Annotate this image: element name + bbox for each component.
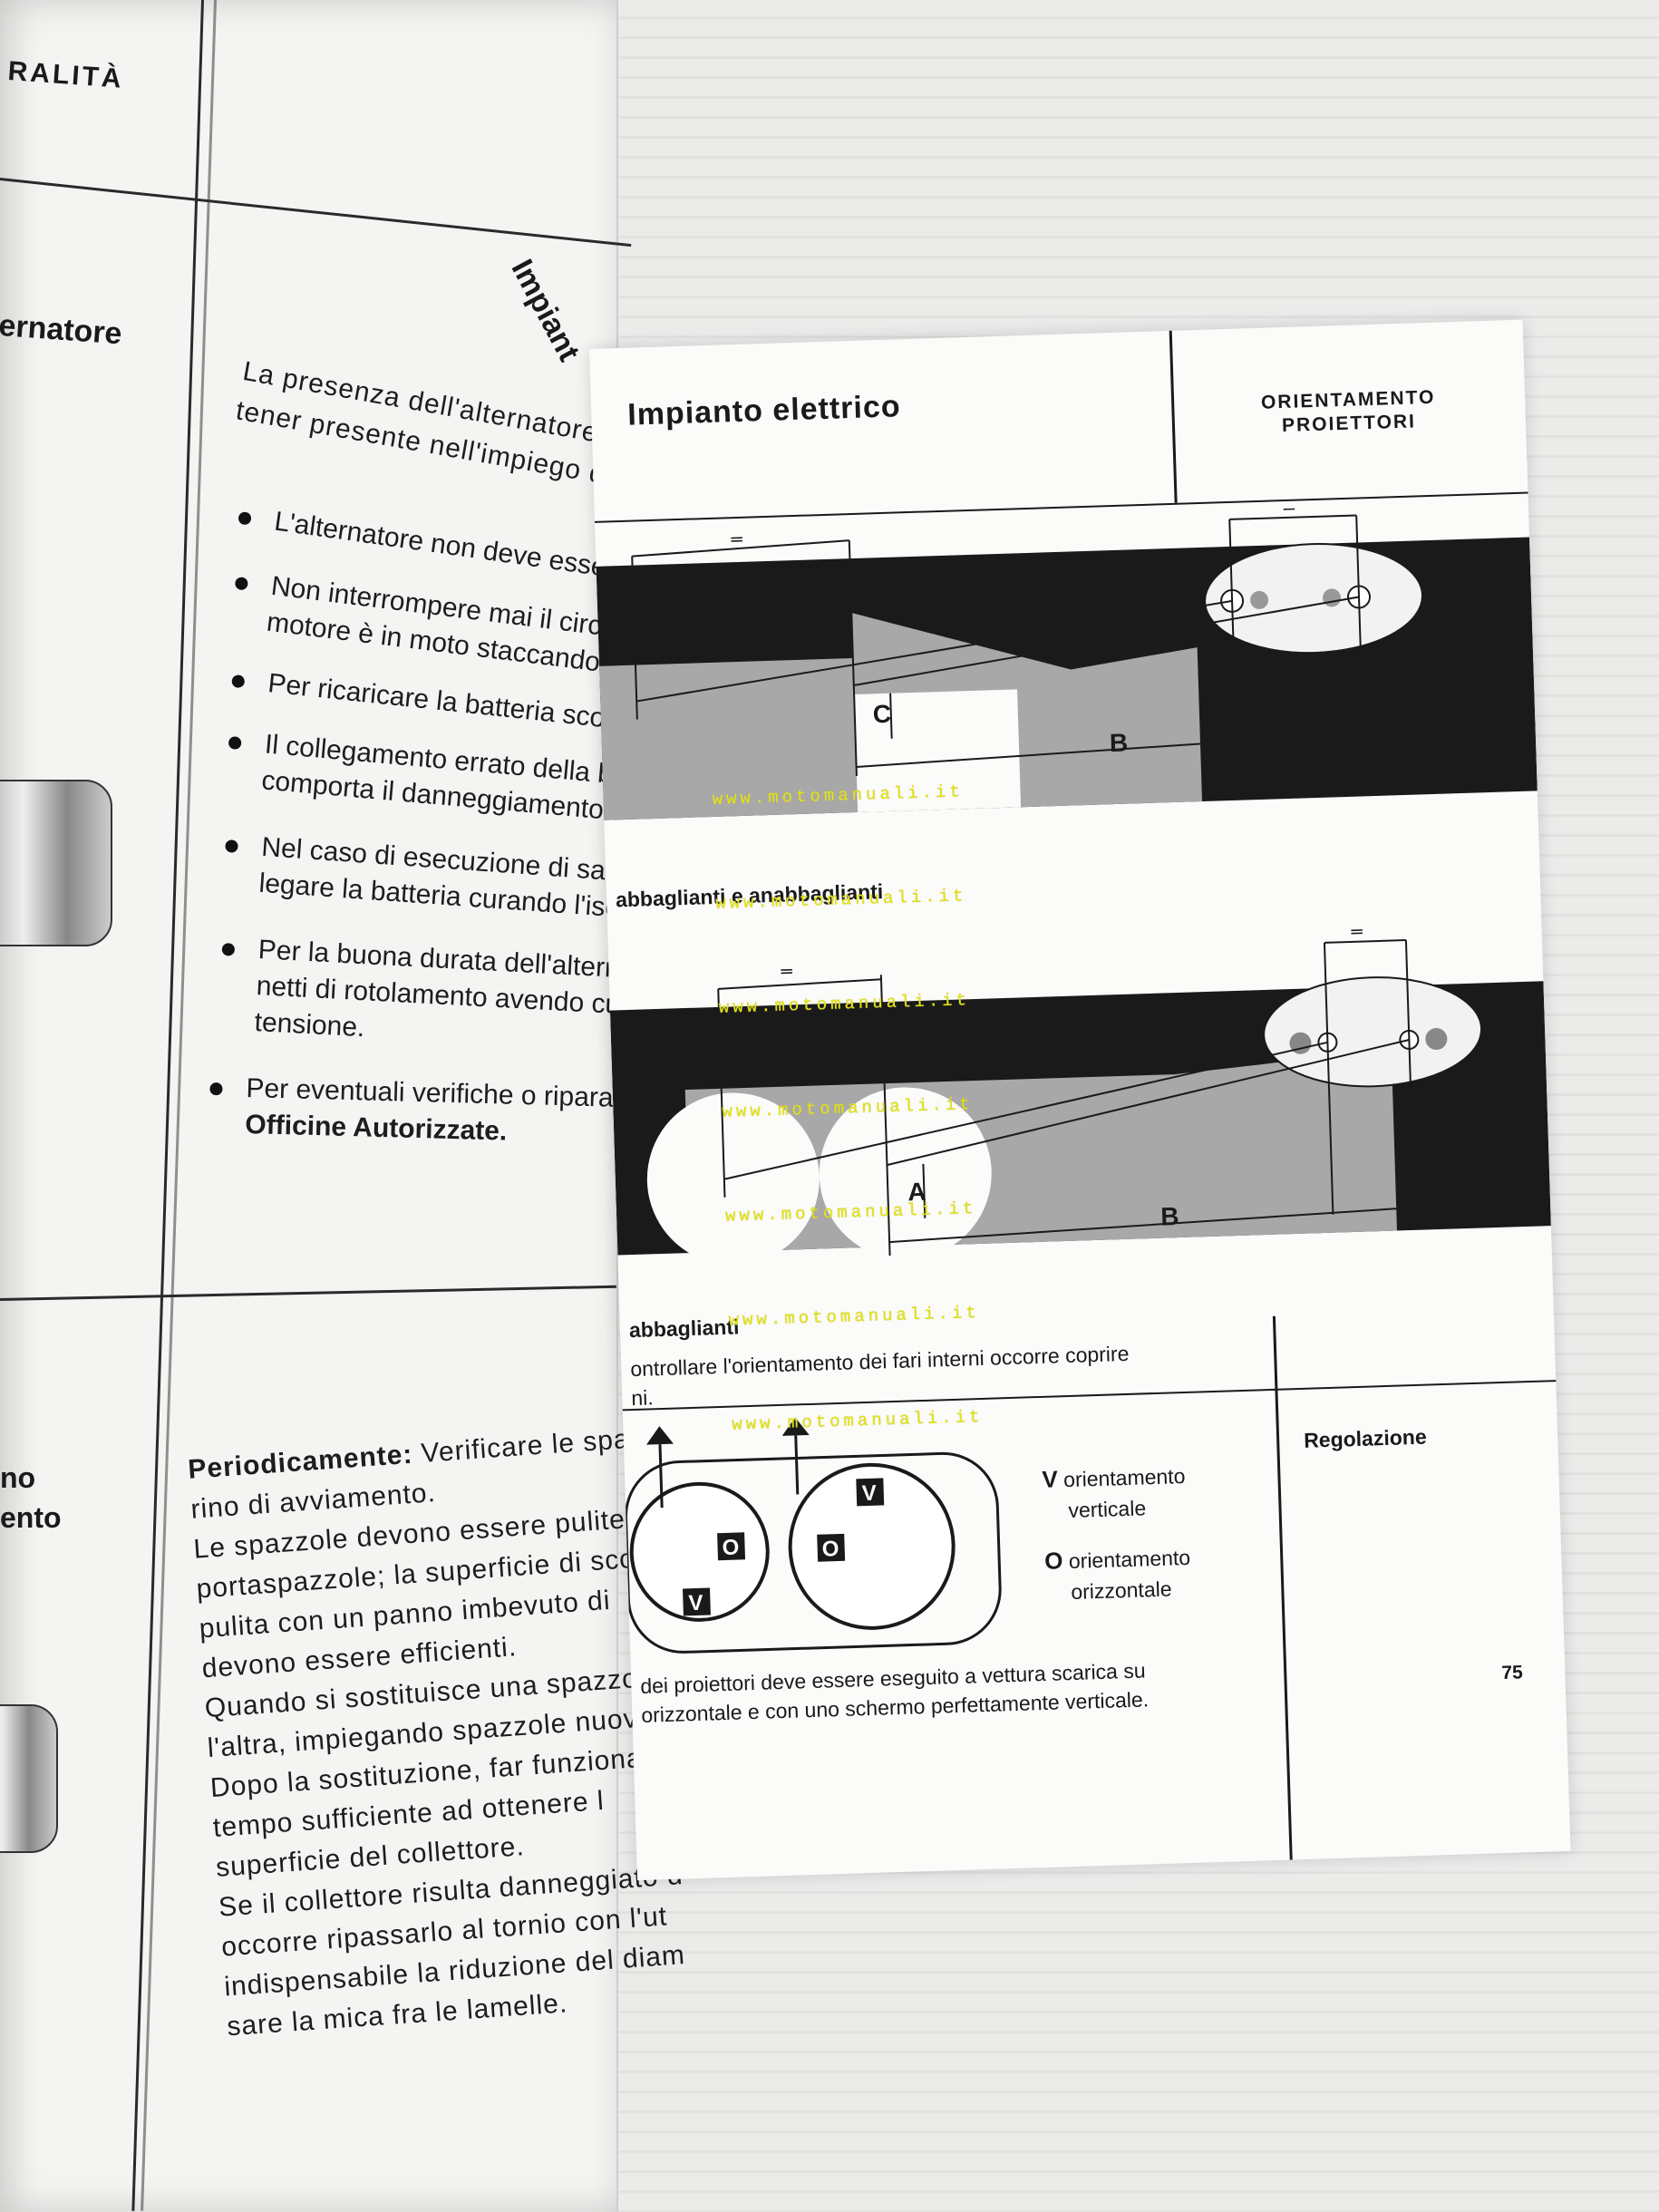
section-label-2b: ento xyxy=(0,1501,62,1534)
arrow-stem-2 xyxy=(794,1435,800,1495)
headlamp-inner xyxy=(629,1481,770,1622)
equal-mark-1: ═ xyxy=(730,529,743,550)
bullet-4: Il collegamento errato della b comporta … xyxy=(224,723,646,832)
vertical-ref-1 xyxy=(631,556,638,720)
legend-v: V orientamento verticale xyxy=(1041,1463,1186,1523)
equal-mark-1: ═ xyxy=(780,960,793,982)
diagram-high-beam: A B ═ ═ xyxy=(609,921,1551,1266)
vertical-ref-3 xyxy=(1228,519,1238,746)
headlamp-outer-left xyxy=(1289,1032,1312,1054)
beam-ray-2 xyxy=(887,1038,1410,1167)
dimension-top-right xyxy=(1324,939,1406,944)
headlamp-outer xyxy=(788,1462,956,1630)
bullet-5: Nel caso di esecuzione di salda legare l… xyxy=(221,827,645,928)
beam-ray-1 xyxy=(723,1041,1328,1180)
section-title: ORIENTAMENTO PROIETTORI xyxy=(1260,386,1436,437)
beam-ray-1 xyxy=(636,599,1233,703)
left-page: RALITÀ ernatore no ento Impiant La prese… xyxy=(0,0,690,2212)
bullet-2: Non interrompere mai il circu motore è i… xyxy=(228,564,629,684)
vertical-ref-2 xyxy=(848,540,858,776)
vertical-ref-3 xyxy=(1323,942,1334,1215)
vertical-ref-4 xyxy=(1404,939,1416,1212)
arrow-stem-1 xyxy=(658,1444,664,1509)
beam-spot-right xyxy=(819,1087,992,1260)
dimension-top-left xyxy=(718,978,882,990)
label-b: B xyxy=(1160,1202,1179,1231)
divider-middle xyxy=(0,1285,616,1301)
bullet-7: Per eventuali verifiche o riparazio Offi… xyxy=(209,1070,648,1154)
side-heading: Impiant xyxy=(504,254,587,367)
instruction-line: ontrollare l'orientamento dei fari inter… xyxy=(629,1341,1130,1382)
label-b: B xyxy=(1109,729,1128,758)
bullet-dot xyxy=(221,943,236,956)
page-title: Impianto elettrico xyxy=(626,389,902,432)
label-a: A xyxy=(907,1178,927,1207)
equal-mark-2: ═ xyxy=(1282,501,1295,519)
alternator-illustration xyxy=(0,780,112,946)
headlamp-outer-right xyxy=(1425,1028,1448,1051)
key-v-1: V xyxy=(688,1591,703,1615)
bullet-dot xyxy=(209,1082,223,1096)
watermark-6: www.motomanuali.it xyxy=(728,1302,981,1331)
headlamp-inner-left xyxy=(1250,590,1269,609)
right-page: Impianto elettrico ORIENTAMENTO PROIETTO… xyxy=(589,319,1571,1881)
key-o-1: O xyxy=(722,1535,740,1560)
bullet-dot xyxy=(231,674,246,689)
screw-o-2 xyxy=(817,1533,846,1562)
car-front xyxy=(1263,976,1483,1088)
beam-spot-left xyxy=(646,1092,820,1266)
bullet-dot xyxy=(228,736,242,751)
regulation-divider xyxy=(1272,1315,1293,1860)
page-number: 75 xyxy=(1501,1662,1524,1684)
divider-top xyxy=(0,178,632,247)
regulation-label: Regolazione xyxy=(1303,1424,1428,1452)
footer-text: dei proiettori deve essere eseguito a ve… xyxy=(639,1658,1150,1727)
dimension-top-left xyxy=(632,539,849,558)
key-v-2: V xyxy=(861,1481,877,1506)
vertical-ref-4 xyxy=(1355,515,1365,742)
section-label-alternatore: ernatore xyxy=(0,308,123,352)
car-front xyxy=(1204,542,1423,655)
starter-illustration xyxy=(0,1704,58,1853)
header-divider xyxy=(1169,330,1178,503)
vertical-ref-1 xyxy=(717,988,726,1198)
dimension-a xyxy=(922,1163,927,1218)
regulation-rule xyxy=(622,1380,1557,1412)
screw-v-2 xyxy=(856,1478,885,1507)
diagram-high-low-beam: C B ═ ═ xyxy=(596,501,1538,820)
screw-o-1 xyxy=(717,1532,746,1561)
arrow-up-2 xyxy=(781,1417,810,1436)
screw-v-1 xyxy=(683,1587,711,1616)
page-border-left-2 xyxy=(141,0,217,2211)
dimension-c xyxy=(889,693,893,739)
headlamp-adjustment-diagram: V O V O xyxy=(624,1417,1002,1654)
dimension-top-right xyxy=(1229,514,1357,520)
bullet-6: Per la buona durata dell'alternato netti… xyxy=(218,930,659,1062)
beam-ray-2 xyxy=(853,596,1360,687)
dimension-b xyxy=(889,1206,1415,1244)
legend-o: O orientamento orizzontale xyxy=(1043,1545,1191,1604)
bullet-dot xyxy=(238,510,252,526)
dimension-b xyxy=(856,732,1363,768)
bullet-dot xyxy=(234,576,249,591)
caption-high-beam: abbaglianti xyxy=(628,1315,740,1343)
header-fragment: RALITÀ xyxy=(6,56,125,94)
equal-mark-2: ═ xyxy=(1350,921,1363,943)
page-border-left xyxy=(131,0,204,2211)
arrow-up-1 xyxy=(645,1426,674,1445)
measure-box xyxy=(854,689,1022,812)
label-c: C xyxy=(872,700,891,729)
section-label-2a: no xyxy=(0,1461,36,1494)
vertical-ref-2 xyxy=(879,975,891,1256)
bullet-dot xyxy=(225,839,238,853)
key-o-2: O xyxy=(821,1537,839,1562)
